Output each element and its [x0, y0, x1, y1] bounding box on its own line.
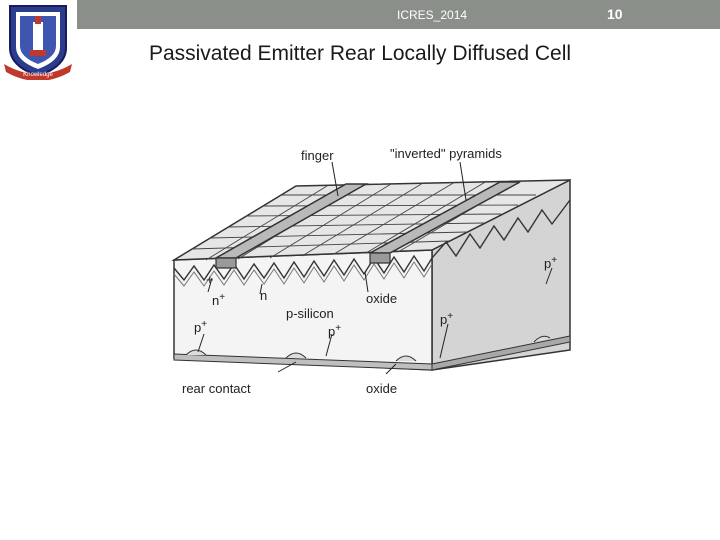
n-label: n [260, 288, 267, 303]
oxide-bottom-label: oxide [366, 381, 397, 396]
page-number: 10 [607, 6, 623, 22]
p-plus-right-label: p+ [440, 311, 453, 327]
p-plus-mid-label: p+ [328, 323, 341, 339]
conference-label: ICRES_2014 [397, 8, 468, 22]
svg-text:Knowledge: Knowledge [23, 72, 53, 78]
perl-cell-diagram: finger "inverted" pyramids + n+ n oxide … [171, 146, 571, 396]
university-logo-icon: Knowledge [4, 5, 72, 80]
p-plus-far-right-label: p+ [544, 255, 557, 271]
plus-sign-label: + [206, 272, 214, 287]
oxide-top-label: oxide [366, 291, 397, 306]
p-plus-left-label: p+ [194, 319, 207, 335]
inverted-pyramids-label: "inverted" pyramids [390, 146, 502, 161]
slide-title: Passivated Emitter Rear Locally Diffused… [148, 42, 572, 65]
rear-contact-label: rear contact [182, 381, 251, 396]
finger-label: finger [301, 148, 334, 163]
header-bar: ICRES_2014 10 [77, 0, 720, 29]
p-silicon-label: p-silicon [286, 306, 334, 321]
n-plus-label: n+ [212, 292, 225, 308]
